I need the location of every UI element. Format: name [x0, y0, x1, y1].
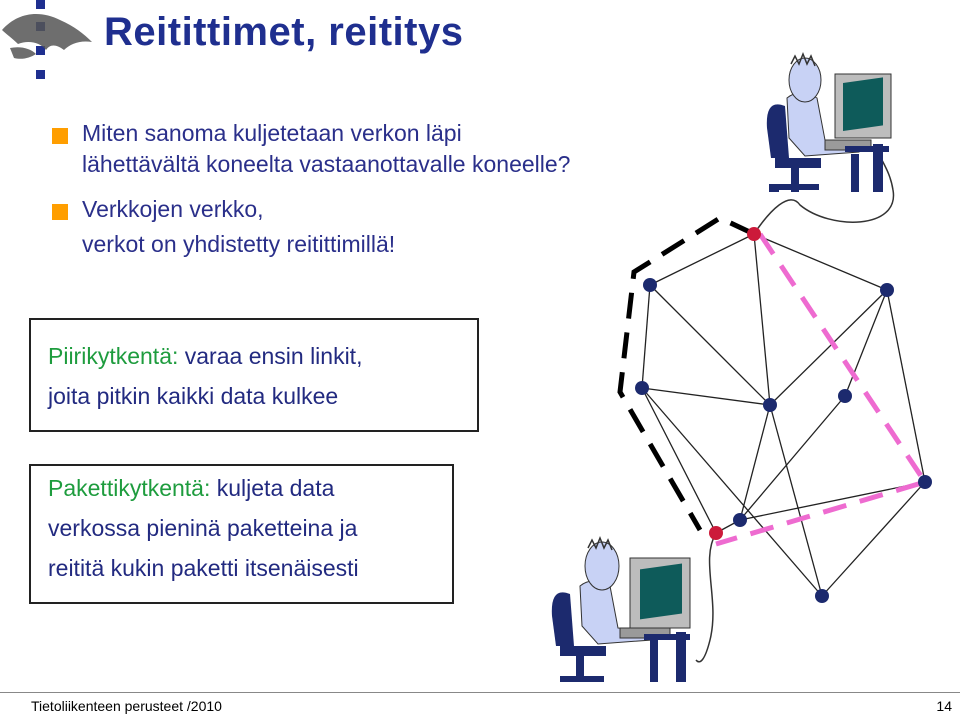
footer-course: Tietoliikenteen perusteet /2010 [31, 698, 222, 714]
bullet-square-icon [52, 204, 68, 220]
bullet-line: lähettävältä koneelta vastaanottavalle k… [82, 151, 571, 177]
network-links [641, 233, 926, 597]
bullet-line: Verkkojen verkko, [82, 196, 264, 222]
bullet-line: Miten sanoma kuljetetaan verkon läpi [82, 120, 462, 146]
bullet-list: Miten sanoma kuljetetaan verkon läpi läh… [52, 118, 692, 260]
cable [695, 532, 717, 663]
bullet-item: Verkkojen verkko, verkot on yhdistetty r… [52, 194, 692, 260]
term-circuit-switching: Piirikytkentä: [48, 343, 179, 369]
definition-text: verkossa pieninä paketteina ja [48, 515, 358, 541]
bullet-square-icon [52, 128, 68, 144]
bullet-line: verkot on yhdistetty reitittimillä! [82, 231, 396, 257]
circuit-switching-box: Piirikytkentä: varaa ensin linkit, joita… [29, 318, 479, 432]
page-number: 14 [936, 698, 952, 714]
packet-path-dashed [715, 232, 929, 547]
footer-divider [0, 692, 960, 693]
term-packet-switching: Pakettikytkentä: [48, 475, 211, 501]
bullet-item: Miten sanoma kuljetetaan verkon läpi läh… [52, 118, 692, 180]
cable [753, 149, 895, 235]
slide-title: Reitittimet, reititys [104, 10, 464, 54]
endpoint-routers [709, 227, 761, 540]
university-logo-icon [2, 0, 92, 79]
definition-text: reititä kukin paketti itsenäisesti [48, 555, 359, 581]
routers [635, 278, 932, 603]
definition-text: varaa ensin linkit, [178, 343, 363, 369]
user-at-computer-icon [551, 535, 691, 682]
definition-text: kuljeta data [210, 475, 335, 501]
circuit-path-dashed [617, 215, 756, 532]
definition-text: joita pitkin kaikki data kulkee [48, 383, 339, 409]
user-at-computer-icon [766, 51, 892, 192]
packet-switching-box: Pakettikytkentä: kuljeta data verkossa p… [29, 464, 454, 604]
